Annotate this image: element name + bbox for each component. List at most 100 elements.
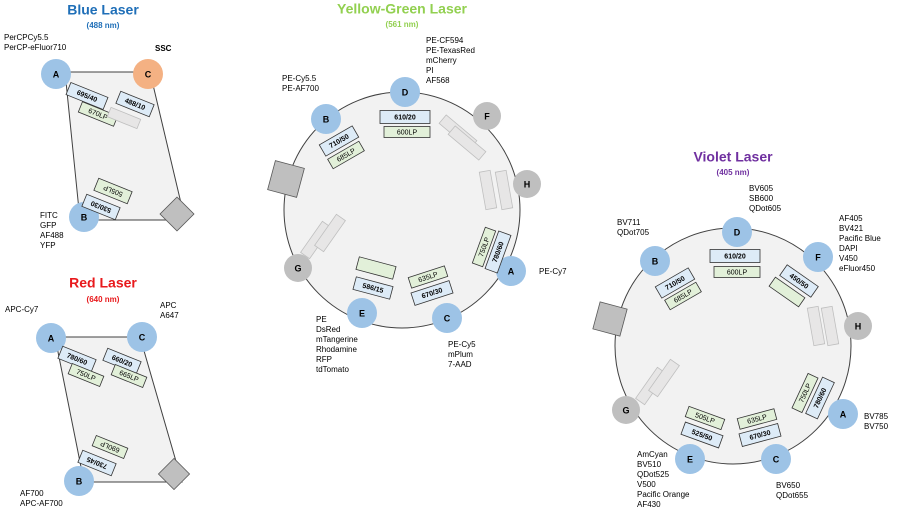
yellow-e-fluorochrome: mTangerine [316,335,358,344]
violet-f-fluorochrome: V450 [839,254,858,263]
yellow-filter-d-bp: 610/20 [379,110,431,124]
blue-b-fluorochrome: GFP [40,221,56,230]
blue-b-fluorochrome: FITC [40,211,58,220]
violet-detector-c-letter: C [773,454,780,464]
violet-filter-d-lp: 600LP [713,266,761,278]
blue-detector-a[interactable] [41,59,71,89]
yellow-d-fluorochrome: PE-CF594 [426,36,464,45]
red-b-fluorochrome: APC-AF700 [20,499,63,508]
violet-e-fluorochrome: AF430 [637,500,661,509]
blue-filter-b-lp: 505LP [93,177,133,205]
blue-filter-c-blank [106,106,142,130]
yellow-filter-b-lp: 685LP [327,140,365,170]
yellow-e-fluorochrome: PE [316,315,327,324]
yellow-detector-d[interactable] [390,77,420,107]
violet-detector-h-letter: H [855,321,862,331]
yellow-detector-h-letter: H [524,179,531,189]
red-detector-b[interactable] [64,466,94,496]
yellow-detector-a[interactable] [496,256,526,286]
yellow-filter-a-lp: 750LP [471,226,497,268]
yellow-detector-d-letter: D [402,87,409,97]
violet-detector-e[interactable] [675,444,705,474]
violet-detector-a-letter: A [840,409,847,419]
violet-laser-subtitle: (405 nm) [717,168,750,177]
yellow-filter-d-lp-label: 600LP [397,129,418,136]
violet-detector-a[interactable] [828,399,858,429]
yellow-e-fluorochrome: DsRed [316,325,340,334]
yellow-detector-g[interactable] [284,254,312,282]
yellow-b-fluorochrome: PE-Cy5.5 [282,74,317,83]
violet-laser-beam-block [592,301,628,337]
blue-detector-c-ssc-letter: C [145,69,152,79]
blue-a-fluorochrome: PerCPCy5.5 [4,33,49,42]
violet-detector-c[interactable] [761,444,791,474]
violet-filter-h-blank-1 [806,305,826,347]
violet-filter-e-bp: 525/50 [680,421,724,449]
blue-b-fluorochrome: AF488 [40,231,64,240]
yellow-detector-b[interactable] [311,104,341,134]
yellow-detector-b-letter: B [323,114,330,124]
red-a-fluorochrome: APC-Cy7 [5,305,39,314]
blue-b-fluorochrome: YFP [40,241,56,250]
blue-ssc-label: SSC [155,44,172,53]
blue-detector-b-letter: B [81,212,88,222]
yellow-d-fluorochrome: AF568 [426,76,450,85]
yellow-filter-d-bp-label: 610/20 [394,114,416,121]
yellow-detector-e-letter: E [359,308,365,318]
yellow-detector-g-letter: G [294,263,301,273]
violet-detector-e-letter: E [687,454,693,464]
red-detector-b-letter: B [76,476,83,486]
yellow-d-fluorochrome: PI [426,66,434,75]
violet-filter-a-bp: 780/60 [805,376,835,420]
violet-detector-b-letter: B [652,256,659,266]
yellow-filter-c-lp: 635LP [407,265,449,289]
red-filter-b-bp: 730/45 [77,449,117,477]
violet-detector-h[interactable] [844,312,872,340]
yellow-detector-f-letter: F [484,111,490,121]
violet-f-fluorochrome: Pacific Blue [839,234,881,243]
red-detector-c[interactable] [127,322,157,352]
yellow-detector-c-letter: C [444,313,451,323]
violet-e-fluorochrome: Pacific Orange [637,490,690,499]
red-detector-c-letter: C [139,332,146,342]
red-c-fluorochrome: A647 [160,311,179,320]
violet-detector-g[interactable] [612,396,640,424]
violet-d-fluorochrome: QDot605 [749,204,782,213]
violet-filter-c-lp: 635LP [736,408,778,430]
yellow-laser-title: Yellow-Green Laser [337,1,467,17]
violet-filter-d-bp: 610/20 [709,249,761,263]
violet-filter-d-lp-label: 600LP [727,269,748,276]
yellow-c-fluorochrome: PE-Cy5 [448,340,476,349]
yellow-d-fluorochrome: PE-TexasRed [426,46,475,55]
violet-detector-g-letter: G [622,405,629,415]
red-laser-subtitle: (640 nm) [87,295,120,304]
violet-f-fluorochrome: DAPI [839,244,858,253]
yellow-detector-f[interactable] [473,102,501,130]
yellow-detector-e[interactable] [347,298,377,328]
yellow-filter-e-lp [355,256,397,280]
violet-e-fluorochrome: QDot525 [637,470,670,479]
yellow-e-fluorochrome: RFP [316,355,332,364]
violet-f-fluorochrome: AF405 [839,214,863,223]
violet-detector-f[interactable] [803,242,833,272]
yellow-c-fluorochrome: 7-AAD [448,360,472,369]
violet-laser-title: Violet Laser [693,149,773,165]
blue-laser-subtitle: (488 nm) [87,21,120,30]
violet-detector-d[interactable] [722,217,752,247]
violet-detector-d-letter: D [734,227,741,237]
violet-detector-b[interactable] [640,246,670,276]
yellow-laser-beam-block [267,160,305,198]
yellow-detector-c[interactable] [432,303,462,333]
blue-detector-c-ssc[interactable] [133,59,163,89]
violet-filter-g-blank-2 [648,358,680,398]
violet-c-fluorochrome: QDot655 [776,491,809,500]
violet-filter-e-lp: 505LP [684,405,726,431]
red-detector-a[interactable] [36,323,66,353]
yellow-laser-subtitle: (561 nm) [386,20,419,29]
blue-laser-beam-block [159,196,195,232]
violet-d-fluorochrome: SB600 [749,194,774,203]
violet-b-fluorochrome: BV711 [617,218,641,227]
violet-b-fluorochrome: QDot705 [617,228,650,237]
yellow-detector-h[interactable] [513,170,541,198]
